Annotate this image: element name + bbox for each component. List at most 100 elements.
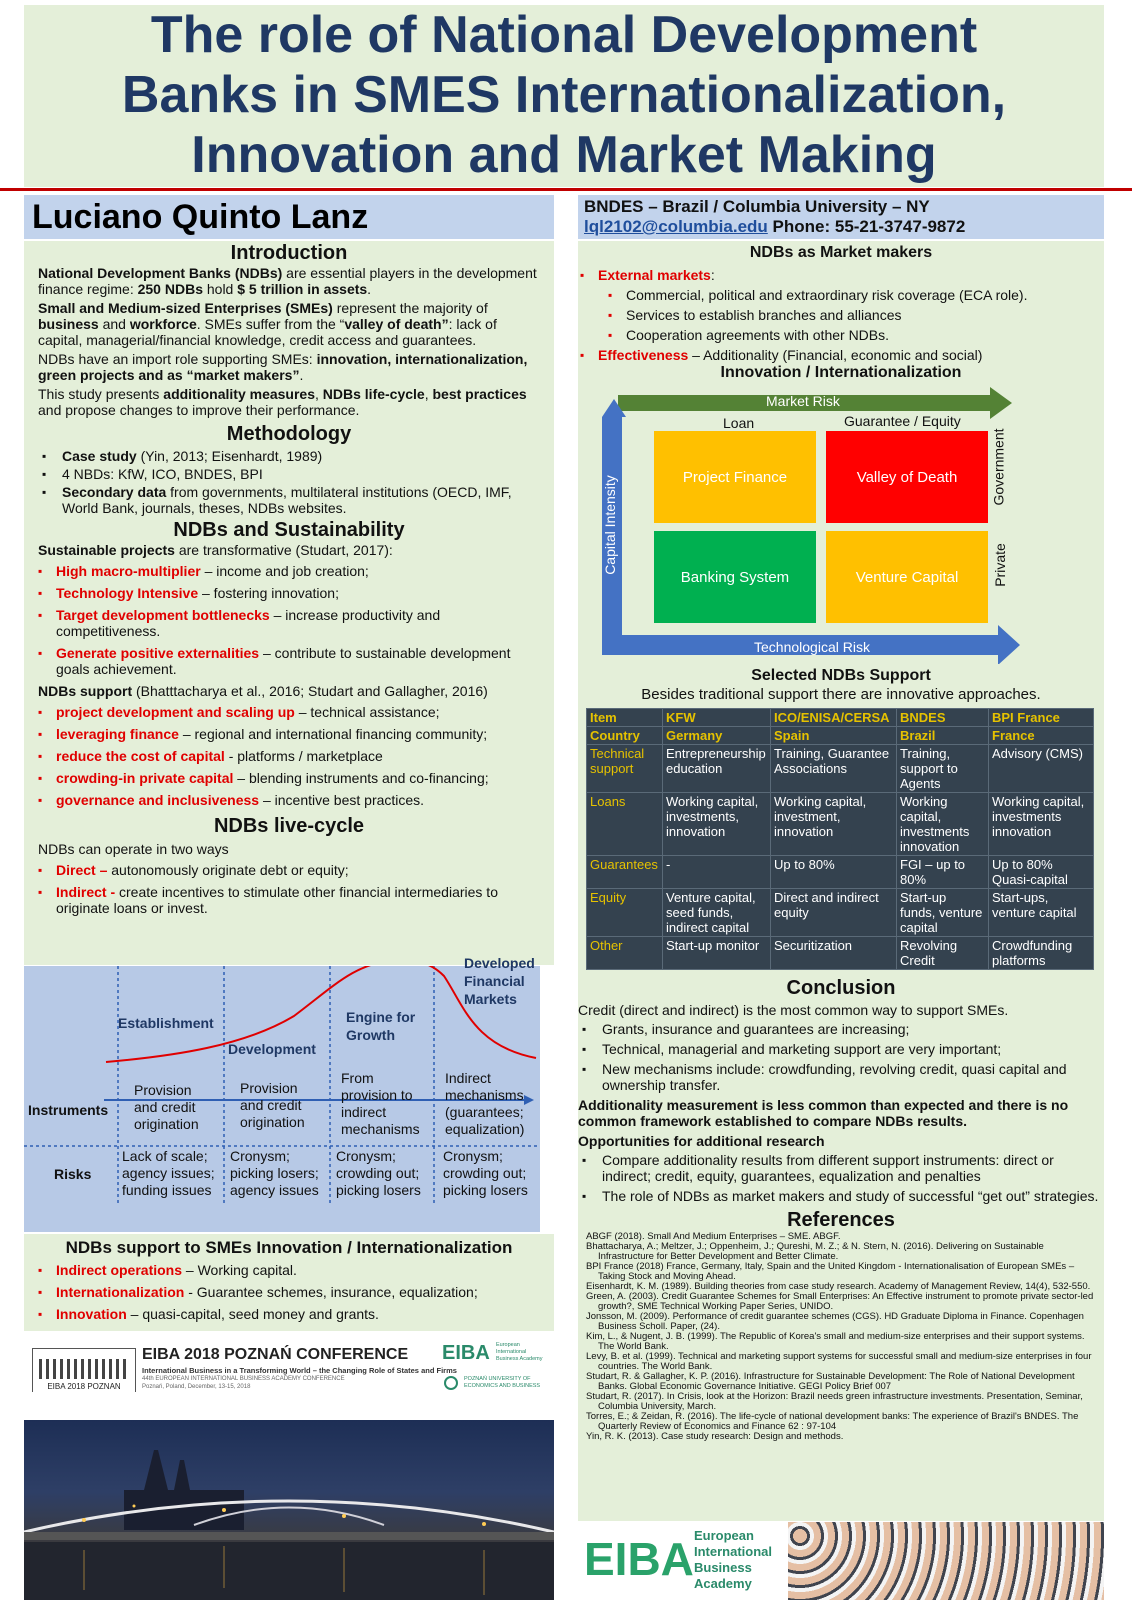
table-cell: Working capital, investments innovation	[896, 792, 989, 856]
risk-cell: Lack of scale; agency issues; funding is…	[122, 1148, 215, 1198]
list-item: Case study (Yin, 2013; Eisenhardt, 1989)	[38, 448, 540, 464]
list-item: Indirect operations – Working capital.	[38, 1262, 540, 1278]
reference-item: Eisenhardt, K. M. (1989). Building theor…	[586, 1281, 1091, 1292]
header-cell: ICO/ENISA/CERSA	[770, 708, 897, 727]
private-label: Private	[991, 543, 1008, 587]
opportunities-list: Compare additionality results from diffe…	[578, 1152, 1104, 1204]
table-cell: Start-up funds, venture capital	[896, 888, 989, 937]
author-name: Luciano Quinto Lanz	[32, 198, 369, 236]
innovation-support-heading: NDBs support to SMEs Innovation / Intern…	[65, 1238, 513, 1257]
table-cell: Venture capital, seed funds, indirect ca…	[662, 888, 771, 937]
guarantee-equity-label: Guarantee / Equity	[844, 413, 961, 429]
header-cell: France	[988, 726, 1094, 745]
email-link[interactable]: lql2102@columbia.edu	[584, 217, 768, 236]
table-cell: Training, support to Agents	[896, 744, 989, 793]
risk-cell: Cronysm; crowding out; picking losers	[336, 1148, 421, 1198]
list-item: project development and scaling up – tec…	[38, 704, 540, 720]
innovation-matrix: Innovation / Internationalization Market…	[578, 364, 1104, 664]
list-item: Commercial, political and extraordinary …	[608, 287, 1090, 303]
government-label: Government	[990, 428, 1007, 506]
stage-label: Engine for Growth	[346, 1009, 416, 1043]
table-cell: Revolving Credit	[896, 936, 989, 970]
reference-item: Torres, E.; & Zeidan, R. (2016). The lif…	[586, 1411, 1079, 1432]
list-item: 4 NBDs: KfW, ICO, BNDES, BPI	[38, 466, 540, 482]
reference-item: Studart, R. (2017). In Crisis, look at t…	[586, 1391, 1083, 1412]
matrix-cell-venture-capital: Venture Capital	[826, 531, 988, 623]
conclusion-list: Grants, insurance and guarantees are inc…	[578, 1021, 1104, 1093]
table-cell: Up to 80%	[770, 855, 897, 889]
introduction-heading: Introduction	[230, 242, 348, 264]
conclusion-heading: Conclusion	[786, 977, 896, 999]
innovation-support-section: NDBs support to SMEs Innovation / Intern…	[24, 1234, 554, 1331]
list-item: Indirect - create incentives to stimulat…	[38, 884, 540, 916]
conference-subtitle: International Business in a Transforming…	[142, 1366, 457, 1375]
title-line: Banks in SMES Internationalization,	[121, 66, 1007, 124]
list-item: crowding-in private capital – blending i…	[38, 770, 540, 786]
matrix-arrows	[602, 387, 1020, 664]
stage-label: Establishment	[118, 1015, 214, 1031]
conference-line4: Poznań, Poland, December, 13-15, 2018	[142, 1384, 251, 1390]
reference-item: Jonsson, M. (2009). Performance of credi…	[586, 1311, 1084, 1332]
conference-line3: 44th EUROPEAN INTERNATIONAL BUSINESS ACA…	[142, 1376, 345, 1382]
loan-label: Loan	[723, 415, 755, 431]
eiba-logo: EIBA	[584, 1533, 694, 1585]
matrix-heading: Innovation / Internationalization	[720, 364, 962, 381]
title-divider	[0, 188, 1132, 191]
affiliation: BNDES – Brazil / Columbia University – N…	[584, 197, 930, 216]
table-cell: Working capital, investments, innovation	[662, 792, 771, 856]
instrument-cell: Indirect mechanisms (guarantees; equaliz…	[445, 1070, 525, 1137]
header-cell: BNDES	[896, 708, 989, 727]
instruments-label: Instruments	[28, 1102, 109, 1118]
row-label: Guarantees	[586, 855, 663, 889]
sustainability-heading: NDBs and Sustainability	[173, 519, 405, 541]
methodology-heading: Methodology	[226, 423, 352, 445]
conference-banner: EIBA 2018 POZNAN EIBA 2018 POZNAŃ CONFER…	[24, 1334, 554, 1408]
risk-cell: Cronysm; crowding out; picking losers	[443, 1148, 528, 1198]
list-item: reduce the cost of capital - platforms /…	[38, 748, 540, 764]
conference-title: EIBA 2018 POZNAŃ CONFERENCE	[142, 1346, 409, 1363]
contact-bar: BNDES – Brazil / Columbia University – N…	[578, 195, 1104, 239]
market-risk-label: Market Risk	[766, 393, 840, 409]
table-cell: Working capital, investment, innovation	[770, 792, 897, 856]
intro-paragraph: NDBs have an import role supporting SMEs…	[38, 351, 528, 383]
row-label: Equity	[586, 888, 663, 937]
poster-title: The role of National Development Banks i…	[24, 5, 1104, 187]
table-cell: Start-up monitor	[662, 936, 771, 970]
intro-paragraph: This study presents additionality measur…	[38, 386, 527, 418]
reference-item: Yin, R. K. (2013). Case study research: …	[586, 1431, 844, 1442]
ndbs-support-list: project development and scaling up – tec…	[24, 704, 554, 808]
header-cell: KFW	[662, 708, 771, 727]
header-cell: Brazil	[896, 726, 989, 745]
list-item: Secondary data from governments, multila…	[38, 484, 540, 516]
table-cell: Training, Guarantee Associations	[770, 744, 897, 793]
right-column: NDBs as Market makers External markets: …	[578, 241, 1104, 1521]
capital-intensity-label: Capital Intensity	[601, 475, 618, 575]
innovation-support-list: Indirect operations – Working capital. I…	[24, 1262, 554, 1322]
selected-intro: Besides traditional support there are in…	[641, 686, 1041, 703]
header-cell: Item	[586, 708, 663, 727]
list-item: The role of NDBs as market makers and st…	[578, 1188, 1104, 1204]
row-label: Other	[586, 936, 663, 970]
conclusion-text: Credit (direct and indirect) is the most…	[578, 1002, 1009, 1018]
table-row: Guarantees-Up to 80%FGI – up to 80%Up to…	[586, 855, 1094, 889]
reference-item: Kim, L., & Nugent, J. B. (1999). The Rep…	[586, 1331, 1085, 1352]
reference-item: Studart, R. & Gallagher, K. P. (2016). I…	[586, 1371, 1075, 1392]
reference-item: ABGF (2018). Small And Medium Enterprise…	[586, 1231, 841, 1242]
building-icon: EIBA 2018 POZNAN	[32, 1348, 136, 1392]
intro-paragraph: Small and Medium-sized Enterprises (SMEs…	[38, 300, 497, 348]
instrument-cell: From provision to indirect mechanisms	[341, 1070, 420, 1137]
cityscape-image	[23, 1450, 555, 1600]
matrix-cell-banking-system: Banking System	[654, 531, 816, 623]
market-makers-list: External markets: Commercial, political …	[578, 267, 1104, 363]
list-item: Internationalization - Guarantee schemes…	[38, 1284, 540, 1300]
list-item: High macro-multiplier – income and job c…	[38, 563, 540, 579]
table-cell: Advisory (CMS)	[988, 744, 1094, 793]
ndbs-support-intro: NDBs support (Bhatttacharya et al., 2016…	[38, 683, 488, 699]
reference-item: Bhattacharya, A.; Meltzer, J.; Oppenheim…	[586, 1241, 1044, 1262]
table-cell: Direct and indirect equity	[770, 888, 897, 937]
